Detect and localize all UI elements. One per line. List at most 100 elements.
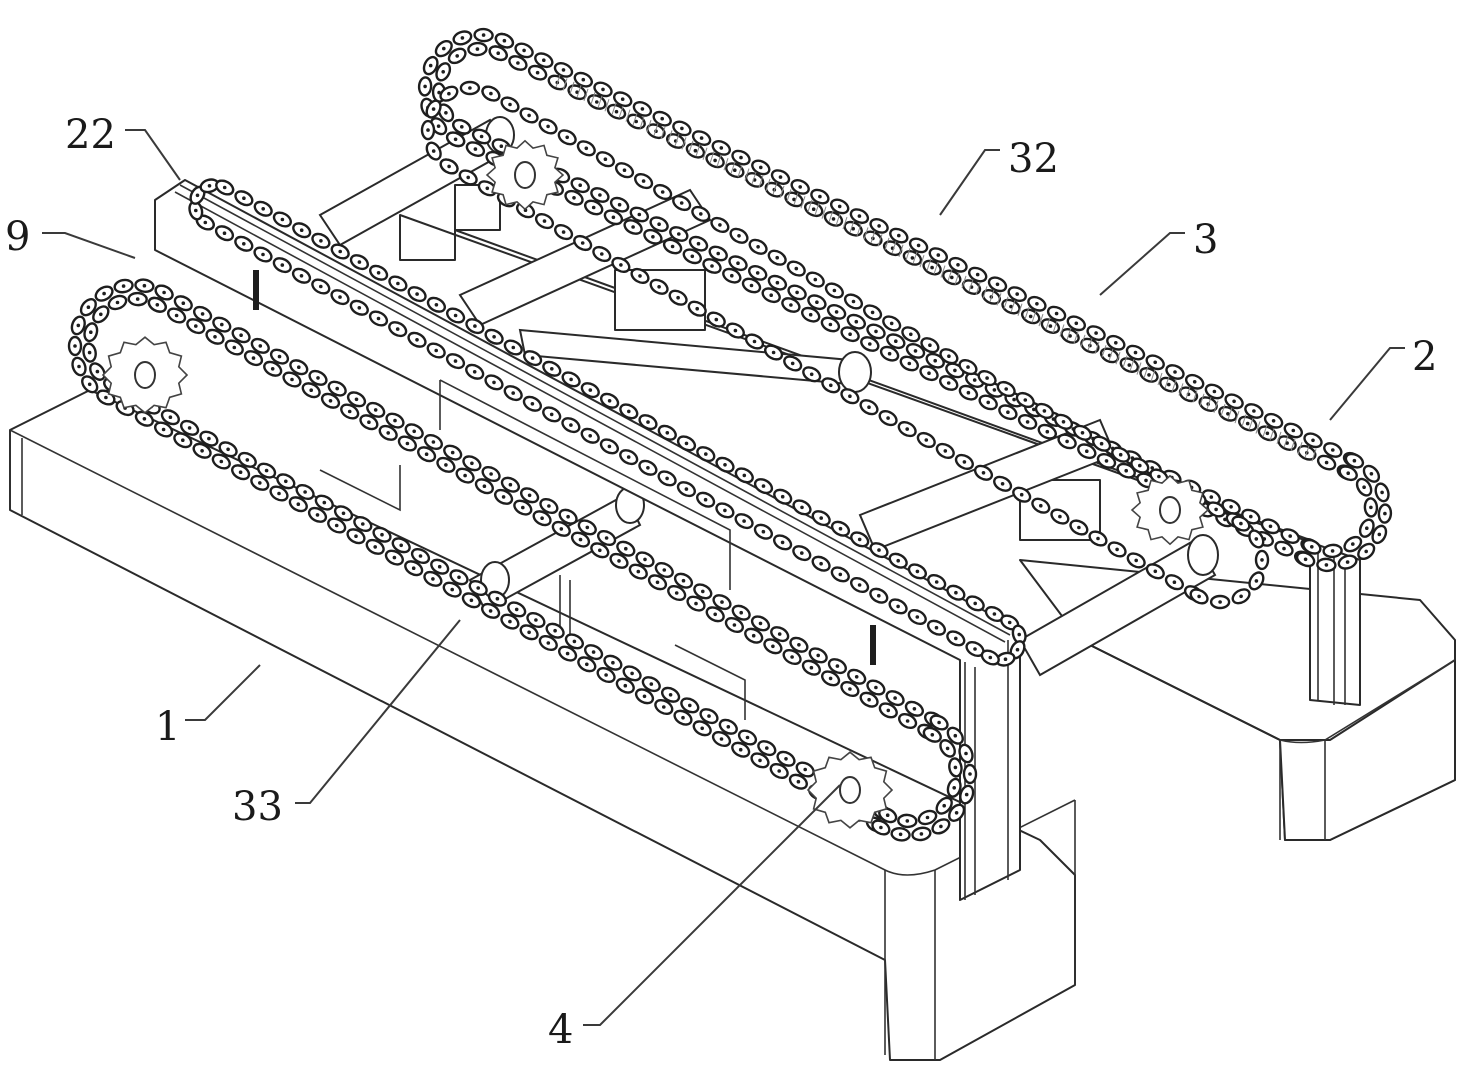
chain-pin: [985, 376, 989, 380]
chain-pin: [207, 184, 212, 188]
chain-pin: [412, 429, 417, 434]
leader-3: [1099, 232, 1185, 296]
shaft-end: [838, 351, 872, 393]
rack-tooth: [632, 112, 638, 126]
chain-pin: [168, 415, 173, 420]
chain-pin: [450, 450, 455, 455]
chain-pin: [854, 675, 859, 679]
rack-tooth: [590, 92, 596, 105]
chain-pin: [482, 484, 487, 489]
rack-tooth: [1192, 390, 1198, 403]
rack-tooth: [1199, 393, 1205, 406]
chain-pin: [623, 683, 628, 688]
chain-pin: [619, 263, 623, 267]
chain-pin: [581, 77, 586, 82]
chain-pin: [627, 409, 631, 414]
chain-pin: [1232, 399, 1236, 404]
chain-pin: [907, 361, 912, 366]
chain-pin: [838, 572, 843, 577]
rack-tooth: [555, 74, 561, 88]
chain-pin: [800, 505, 804, 510]
chain-pin: [811, 207, 816, 211]
chain-pin: [745, 735, 750, 740]
rack-tooth: [1255, 421, 1261, 434]
sprocket-hub: [134, 361, 156, 389]
chain-pin: [261, 207, 266, 211]
chain-pin: [1147, 373, 1151, 377]
chain-pin: [354, 534, 358, 538]
chain-pin: [1150, 466, 1154, 470]
chain-pin: [975, 272, 980, 277]
chain-pin: [1282, 546, 1286, 551]
chain-pin: [1254, 579, 1259, 583]
chain-pin: [1124, 468, 1128, 473]
chain-pin: [1369, 472, 1374, 476]
rack-tooth: [1143, 365, 1149, 379]
chain-pin: [1115, 547, 1119, 552]
chain-pin: [569, 377, 573, 382]
chain-pin: [777, 632, 782, 636]
chain-pin: [1331, 448, 1335, 452]
chain-pin: [943, 449, 948, 453]
chain-pin: [893, 696, 897, 700]
chain-pin: [1365, 526, 1369, 530]
chain-pin: [732, 623, 737, 627]
chain-pin: [1351, 542, 1355, 546]
chain-pin: [328, 399, 333, 403]
chain-pin: [710, 264, 714, 268]
chain-pin: [489, 91, 493, 96]
rack-tooth: [779, 185, 785, 199]
chain-pin: [723, 508, 727, 513]
chain-pin: [299, 228, 304, 232]
chain-pin: [626, 455, 631, 459]
chain-pin: [1345, 560, 1350, 564]
chain-pin: [455, 54, 460, 58]
label-9: 9: [5, 214, 30, 260]
rack-tooth: [926, 258, 932, 271]
chain-pin: [468, 86, 472, 90]
chain-pin: [1023, 398, 1028, 402]
chain-pin: [630, 671, 634, 676]
chain-pin: [614, 109, 619, 114]
chain-pin: [213, 335, 217, 339]
rack-tooth: [1234, 410, 1240, 424]
chain-pin: [601, 87, 605, 92]
chain-pin: [964, 792, 969, 797]
chain-pin: [611, 215, 616, 220]
rack-tooth: [688, 140, 694, 153]
rack-tooth: [1024, 306, 1030, 320]
chain-pin: [1383, 511, 1387, 516]
chain-pin: [530, 356, 535, 360]
chain-pin: [195, 193, 200, 198]
chain-pin: [857, 537, 862, 542]
chain-pin: [115, 300, 120, 305]
chain-pin: [441, 70, 446, 74]
chain-pin: [222, 231, 227, 235]
chain-pin: [203, 220, 208, 225]
chain-pin: [684, 441, 689, 446]
rack-tooth: [702, 147, 708, 160]
chain-pin: [1260, 558, 1264, 562]
rack-tooth: [1080, 334, 1086, 348]
chain-pin: [954, 811, 959, 815]
rack-tooth: [576, 85, 582, 98]
chain-pin: [1061, 420, 1066, 424]
chain-pin: [1019, 492, 1024, 497]
leader-4: [583, 784, 841, 1026]
chain-pin: [527, 493, 532, 498]
chain-pin: [800, 551, 804, 555]
chain-pin: [742, 519, 746, 523]
chain-pin: [886, 416, 890, 420]
chain-pin: [953, 765, 958, 770]
chain-pin: [1138, 463, 1142, 468]
chain-pin: [642, 694, 647, 699]
chain-pin: [765, 746, 769, 750]
rack-tooth: [1290, 438, 1296, 451]
rack-tooth: [1227, 407, 1233, 420]
chain-pin: [466, 175, 471, 180]
chain-pin: [1239, 594, 1243, 599]
rack-tooth: [625, 109, 631, 122]
chain-pin: [297, 365, 301, 370]
chain-pin: [1212, 389, 1217, 394]
chain-pin: [1291, 428, 1296, 433]
